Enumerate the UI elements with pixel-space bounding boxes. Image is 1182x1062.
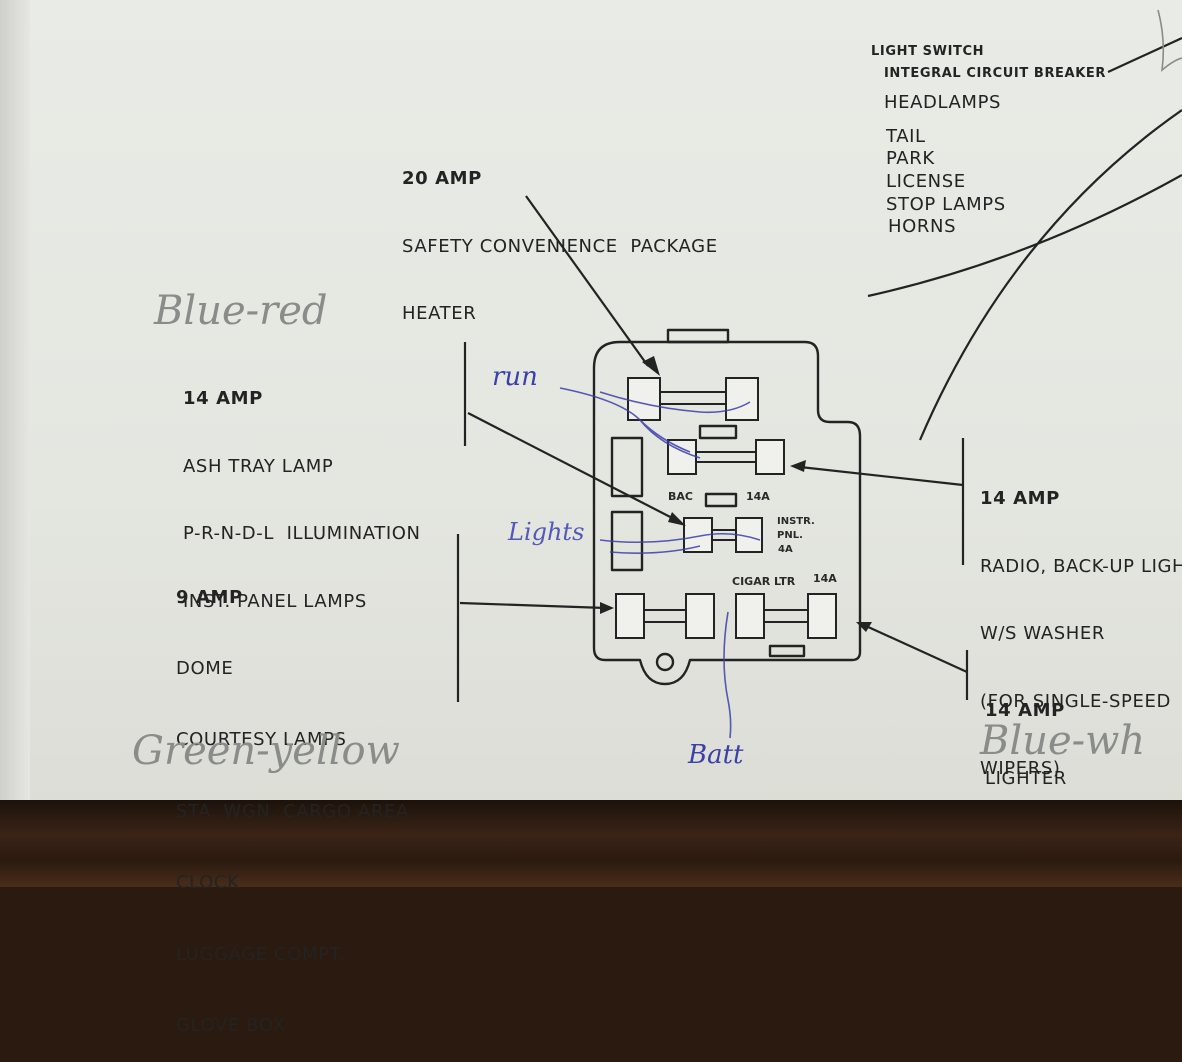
fuse-circuit: SAFETY CONVENIENCE PACKAGE <box>402 235 718 257</box>
box-slot-small-1 <box>698 424 738 440</box>
fuse-circuit: GLOVE BOX <box>176 1014 286 1036</box>
top-tab <box>666 328 730 344</box>
fuses <box>615 377 837 639</box>
fuse-circuit: ASH TRAY LAMP <box>183 455 334 477</box>
callout-lines <box>456 37 1182 702</box>
fuse-circuit: LIGHTER <box>985 767 1067 789</box>
box-label-pnl: PNL. <box>777 530 803 541</box>
handwritten-run: run <box>492 362 538 392</box>
fuse-radio-14a <box>667 439 785 475</box>
fuse-rating: 9 AMP <box>176 586 243 608</box>
fuse-14-amp-ash-label: 14 AMP ASH TRAY LAMP P-R-N-D-L ILLUMINAT… <box>183 343 421 636</box>
fuse-rating: 20 AMP <box>402 168 482 189</box>
handwritten-batt: Batt <box>688 740 744 770</box>
box-label-instr: INSTR. <box>777 516 815 527</box>
box-slot-upper <box>610 436 644 498</box>
blue-pen-marks <box>559 387 761 739</box>
fuse-20-amp-label: 20 AMP SAFETY CONVENIENCE PACKAGE HEATER <box>402 123 718 348</box>
fuse-cigar-14a <box>735 593 837 639</box>
fuse-circuit: DOME <box>176 657 234 679</box>
fuse-20-amp <box>627 377 759 421</box>
box-label-bac: BAC <box>668 490 693 503</box>
fuse-box-outline <box>592 340 862 686</box>
fuse-circuit: HEATER <box>402 303 477 324</box>
fuse-circuit: COURTESY LAMPS <box>176 729 347 751</box>
light-switch-item: TAIL <box>886 126 926 147</box>
fuse-circuit: INST. PANEL LAMPS <box>183 590 367 612</box>
box-label-bac-amp: 14A <box>746 490 770 503</box>
handwritten-green-yellow: Green-yellow <box>132 728 400 774</box>
fuse-circuit: STA. WGN. CARGO AREA <box>176 800 409 822</box>
fuse-circuit: CLOCK <box>176 872 240 894</box>
fuse-circuit: WIPERS) <box>980 758 1061 779</box>
fuse-circuit: (FOR SINGLE-SPEED <box>980 690 1171 712</box>
light-switch-item: LICENSE <box>886 171 966 192</box>
box-label-cigar-amp: 14A <box>813 572 837 585</box>
pencil-marks <box>1157 9 1182 72</box>
page-spine <box>0 0 30 812</box>
fuse-rating: 14 AMP <box>985 700 1065 721</box>
arrowheads <box>600 356 872 632</box>
box-slot-small-3 <box>768 644 806 658</box>
light-switch-subtitle: INTEGRAL CIRCUIT BREAKER <box>884 66 1106 81</box>
handwritten-blue-red: Blue-red <box>154 288 328 334</box>
wooden-table <box>0 800 1182 887</box>
light-switch-item: HORNS <box>888 216 957 237</box>
fuse-circuit: RADIO, BACK-UP LIGH <box>980 555 1182 577</box>
handwritten-lights: Lights <box>508 518 585 546</box>
manual-page <box>0 0 1182 812</box>
fuse-14-amp-lighter-label: 14 AMP LIGHTER <box>985 655 1067 813</box>
fuse-circuit: P-R-N-D-L ILLUMINATION <box>183 523 421 544</box>
light-switch-item: HEADLAMPS <box>884 92 1002 113</box>
mounting-hole <box>655 652 675 672</box>
box-slot-small-2 <box>704 492 738 508</box>
fuse-rating: 14 AMP <box>183 388 263 409</box>
light-switch-title: LIGHT SWITCH <box>871 44 985 59</box>
fuse-14-amp-radio-label: 14 AMP RADIO, BACK-UP LIGH W/S WASHER (F… <box>980 443 1182 803</box>
fuse-rating: 14 AMP <box>980 488 1060 509</box>
fuse-9-amp <box>615 593 715 639</box>
box-label-4a: 4A <box>778 544 793 555</box>
fuse-box-diagram <box>456 9 1182 739</box>
light-switch-item: PARK <box>886 148 935 169</box>
box-label-cigar: CIGAR LTR <box>732 575 796 588</box>
fuse-circuit: LUGGAGE COMPT. <box>176 943 346 965</box>
fuse-9-amp-label: 9 AMP DOME COURTESY LAMPS STA. WGN. CARG… <box>176 538 409 1062</box>
fuse-circuit: W/S WASHER <box>980 623 1105 644</box>
handwritten-blue-white: Blue-wh <box>980 718 1146 764</box>
light-switch-item: STOP LAMPS <box>886 194 1006 215</box>
fuse-instr-4a <box>683 517 763 553</box>
